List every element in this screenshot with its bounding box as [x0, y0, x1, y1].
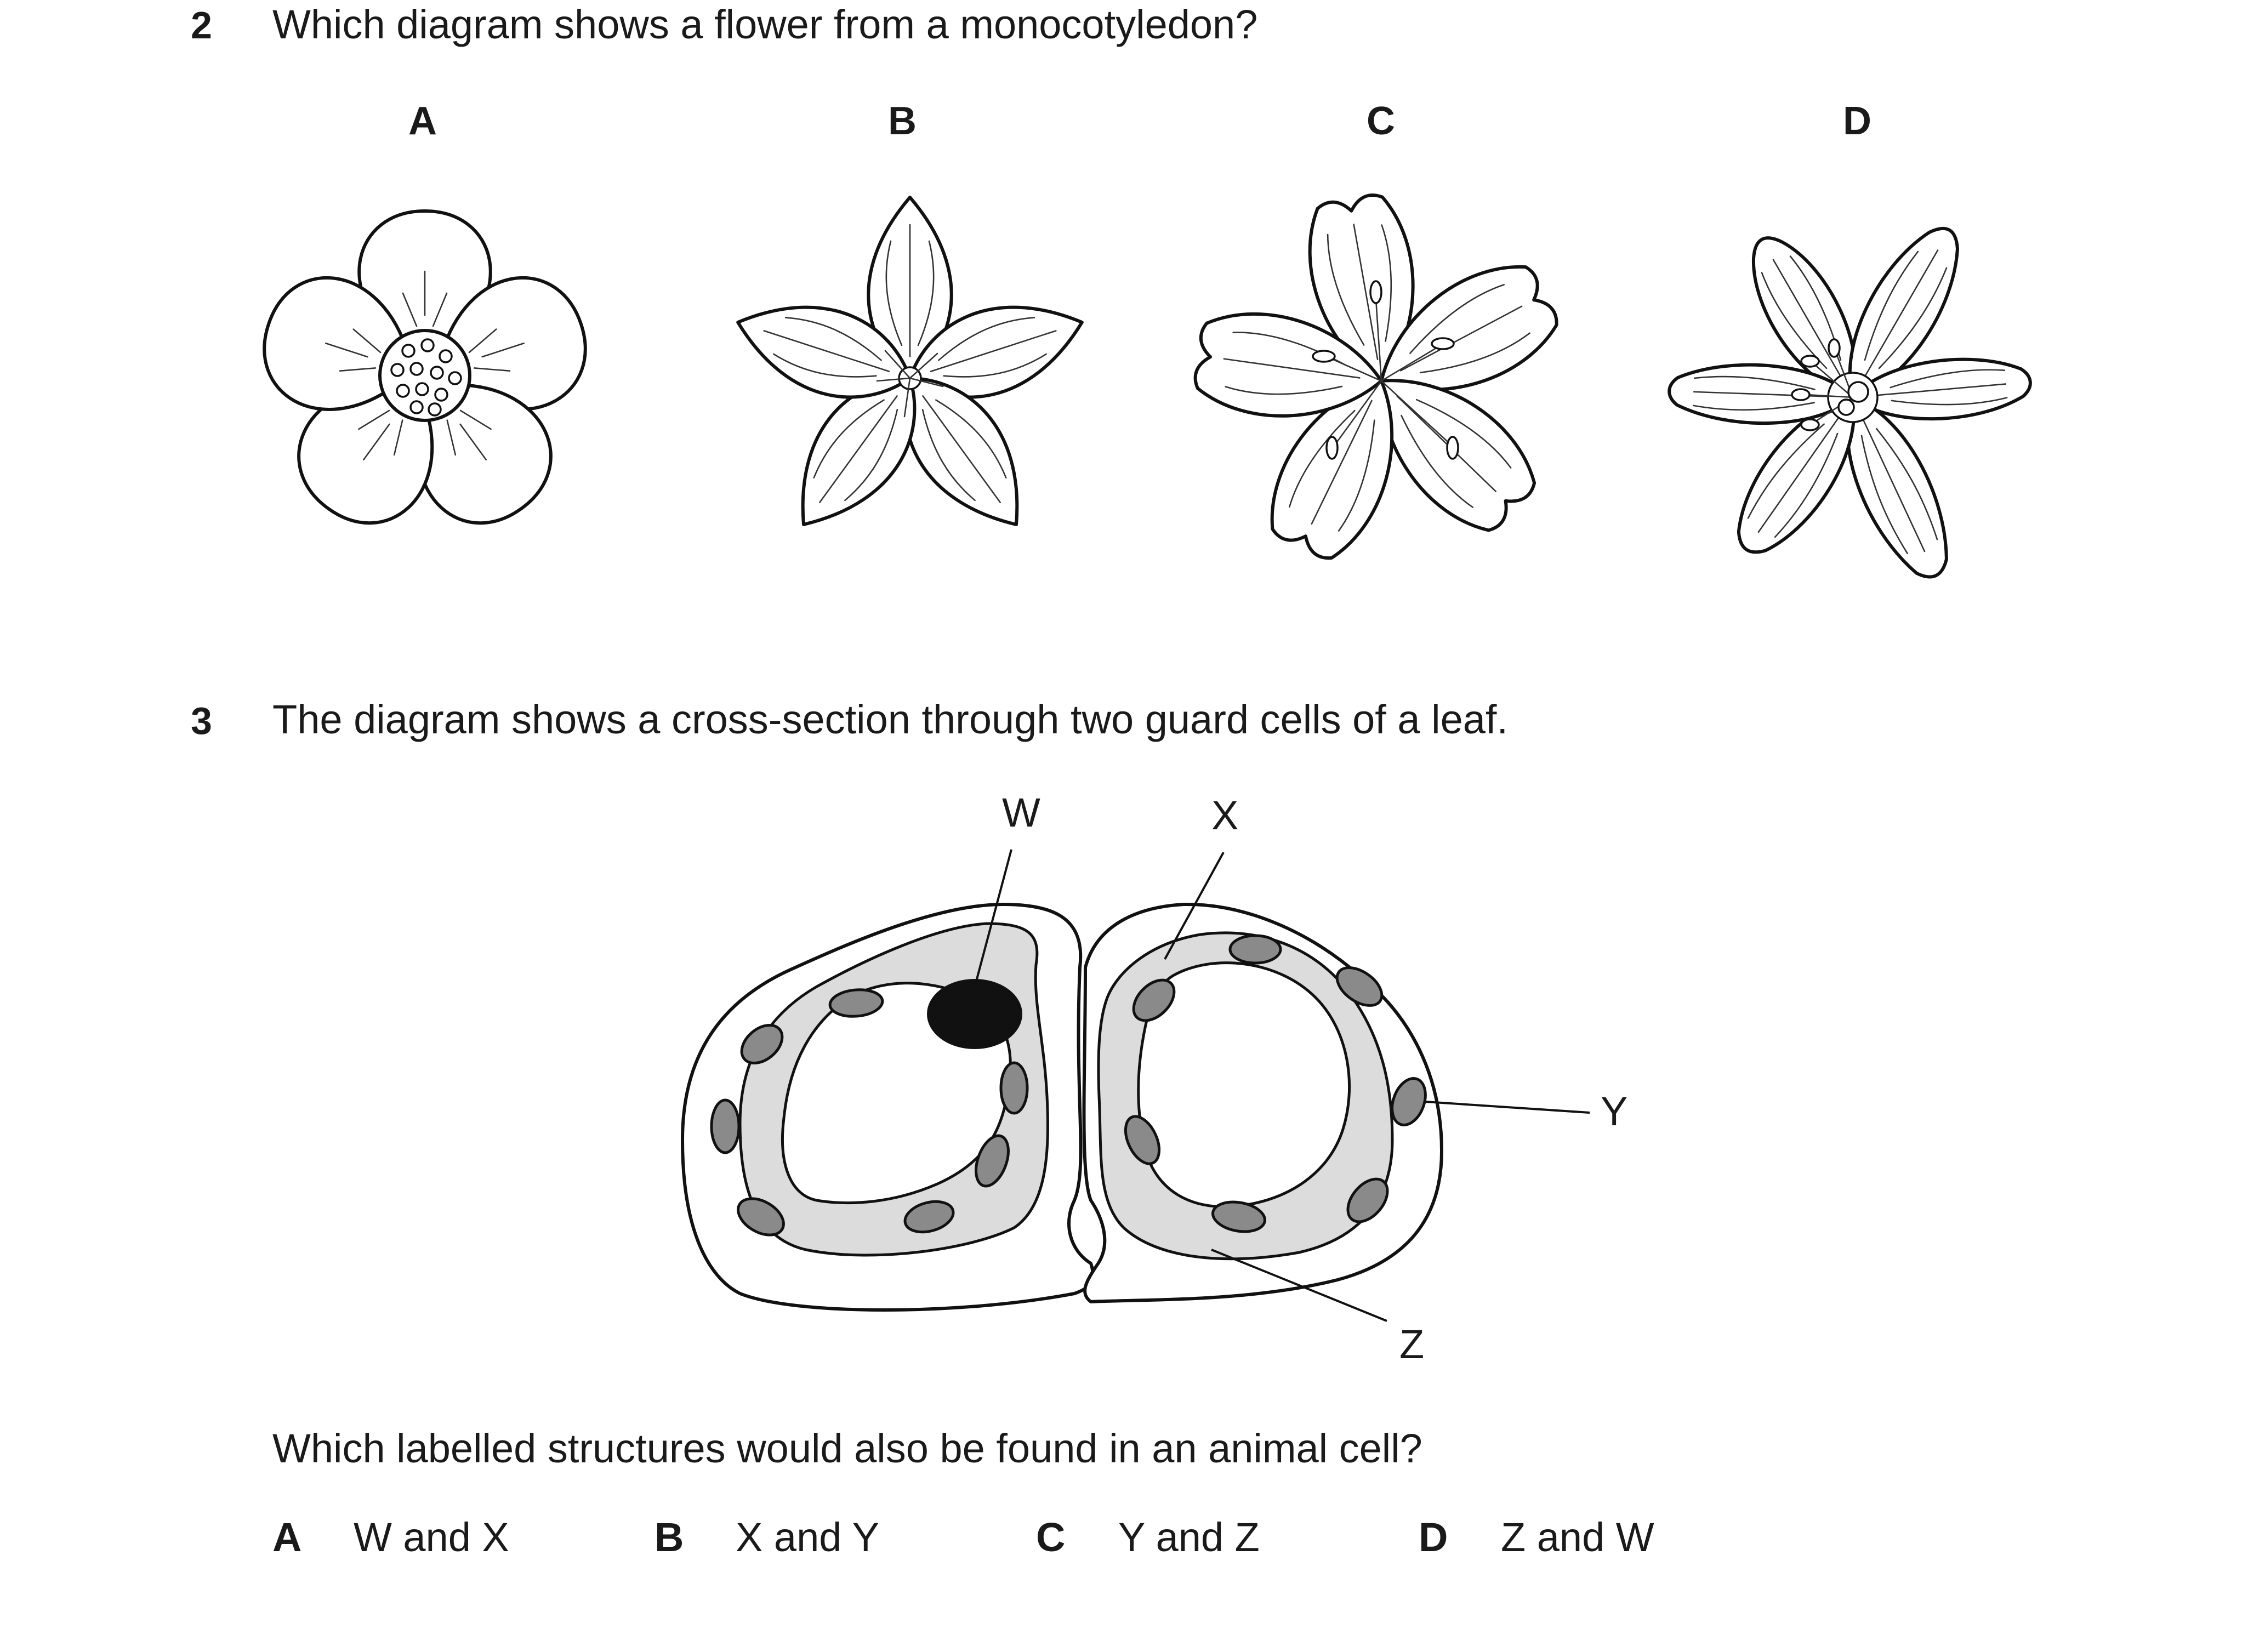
- flower-d-centre: [1791, 338, 1879, 431]
- flower-a-label: A: [408, 99, 437, 143]
- label-z: Z: [1399, 1321, 1425, 1367]
- question-3-number: 3: [191, 699, 212, 742]
- option-b-letter[interactable]: B: [655, 1514, 684, 1560]
- right-vacuole: [1137, 961, 1351, 1208]
- flower-b-petals: [736, 196, 1084, 526]
- flower-a-stamens: [390, 338, 462, 417]
- flower-a-diagram: [263, 209, 587, 525]
- question-2-number: 2: [191, 4, 212, 47]
- flower-a-petals: [263, 209, 587, 525]
- guard-cells-diagram: [681, 849, 1590, 1322]
- label-x: X: [1211, 793, 1239, 838]
- option-c-letter[interactable]: C: [1036, 1514, 1066, 1560]
- option-d-letter[interactable]: D: [1419, 1514, 1448, 1560]
- flower-c-stamens: [1312, 280, 1459, 460]
- label-line-y: [1425, 1101, 1590, 1114]
- flower-b-label: B: [888, 99, 917, 143]
- label-y: Y: [1601, 1089, 1628, 1134]
- question-2-text: Which diagram shows a flower from a mono…: [272, 2, 1258, 47]
- nucleus-w: [927, 979, 1022, 1049]
- flower-c-petals: [1193, 193, 1558, 560]
- option-a-text[interactable]: W and X: [354, 1514, 509, 1560]
- label-line-w: [966, 849, 1012, 1015]
- option-d-text[interactable]: Z and W: [1501, 1514, 1654, 1560]
- label-w: W: [1002, 790, 1040, 835]
- question-3-prompt: Which labelled structures would also be …: [272, 1426, 1422, 1471]
- option-a-letter[interactable]: A: [272, 1514, 302, 1560]
- flower-c-diagram: [1193, 193, 1558, 560]
- flower-b-diagram: [736, 196, 1084, 526]
- chloroplasts: [710, 934, 1427, 1237]
- question-3-text: The diagram shows a cross-section throug…: [272, 697, 1509, 742]
- label-line-x: [1164, 852, 1225, 960]
- flower-d-diagram: [1668, 226, 2032, 579]
- label-line-z: [1211, 1249, 1387, 1322]
- label-lines: [966, 849, 1590, 1322]
- option-c-text[interactable]: Y and Z: [1118, 1514, 1260, 1560]
- flower-b-centre: [876, 350, 944, 418]
- option-b-text[interactable]: X and Y: [736, 1514, 879, 1560]
- flower-d-label: D: [1843, 99, 1871, 143]
- flower-c-label: C: [1367, 99, 1395, 143]
- flower-d-petals: [1668, 226, 2032, 579]
